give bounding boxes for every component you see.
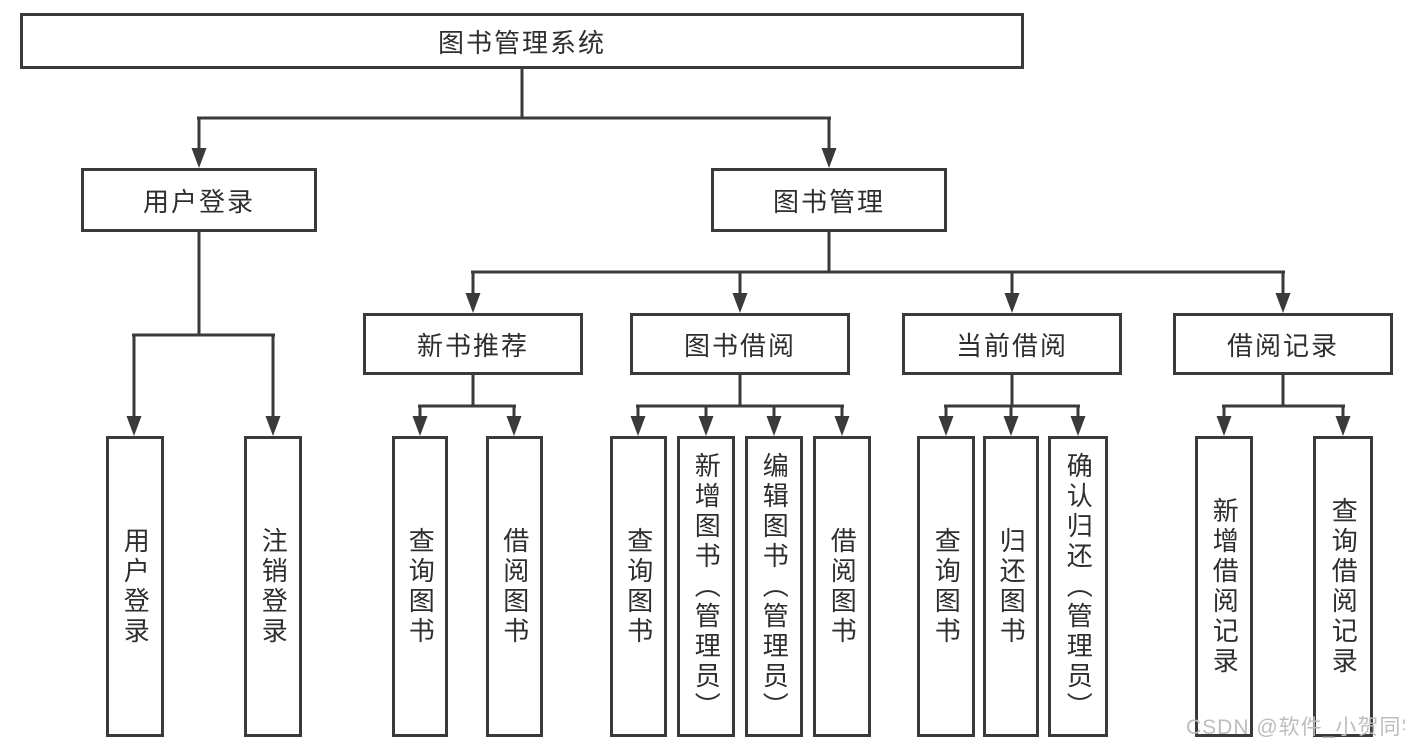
node-label: 图书管理: [772, 186, 885, 217]
leaf-user-login: 用户登录: [106, 436, 164, 737]
node-borrow-record: 借阅记录: [1173, 313, 1393, 375]
leaf-query-books: 查询图书: [392, 436, 448, 737]
node-label: 图书借阅: [683, 330, 796, 361]
node-label: 归还图书: [996, 526, 1027, 647]
node-label: 新增图书（管理员）: [691, 451, 722, 722]
node-library-management-system: 图书管理系统: [20, 13, 1024, 69]
node-label: 新书推荐: [416, 330, 529, 361]
node-label: 查询图书: [931, 526, 962, 647]
connector-book-borrow-to-children: [630, 375, 850, 436]
node-user-login: 用户登录: [81, 168, 317, 232]
node-label: 确认归还（管理员）: [1063, 451, 1094, 722]
connector-borrow-record-to-children: [1216, 375, 1351, 436]
node-label: 借阅图书: [499, 526, 530, 647]
node-label: 查询图书: [623, 526, 654, 647]
connector-book-management-to-level3: [465, 232, 1291, 313]
node-label: 注销登录: [258, 526, 289, 647]
node-label: 查询图书: [405, 526, 436, 647]
node-label: 当前借阅: [955, 330, 1068, 361]
leaf-query-books: 查询图书: [610, 436, 667, 737]
leaf-edit-books-admin: 编辑图书（管理员）: [745, 436, 803, 737]
csdn-watermark: CSDN @软件_小贺同学: [1186, 716, 1405, 739]
leaf-return-books: 归还图书: [983, 436, 1039, 737]
leaf-borrow-books: 借阅图书: [813, 436, 871, 737]
leaf-borrow-books: 借阅图书: [486, 436, 543, 737]
node-book-borrow: 图书借阅: [630, 313, 850, 375]
node-label: 查询借阅记录: [1328, 496, 1359, 677]
leaf-add-borrow-record: 新增借阅记录: [1195, 436, 1253, 737]
leaf-confirm-return-admin: 确认归还（管理员）: [1048, 436, 1108, 737]
node-new-book-recommend: 新书推荐: [363, 313, 583, 375]
node-label: 用户登录: [120, 526, 151, 647]
connector-root-to-level2: [191, 69, 837, 168]
leaf-query-borrow-record: 查询借阅记录: [1313, 436, 1373, 737]
node-label: 新增借阅记录: [1209, 496, 1240, 677]
leaf-query-books: 查询图书: [917, 436, 975, 737]
leaf-logout: 注销登录: [244, 436, 302, 737]
node-book-management: 图书管理: [711, 168, 947, 232]
connector-current-borrow-to-children: [938, 375, 1086, 436]
connector-new-book-recommend-to-children: [412, 375, 522, 436]
leaf-add-books-admin: 新增图书（管理员）: [677, 436, 735, 737]
node-current-borrow: 当前借阅: [902, 313, 1122, 375]
node-label: 图书管理系统: [437, 27, 606, 58]
node-label: 借阅记录: [1226, 330, 1339, 361]
node-label: 用户登录: [142, 186, 255, 217]
node-label: 编辑图书（管理员）: [759, 451, 790, 722]
connector-user-login-to-children: [126, 232, 281, 436]
node-label: 借阅图书: [827, 526, 858, 647]
